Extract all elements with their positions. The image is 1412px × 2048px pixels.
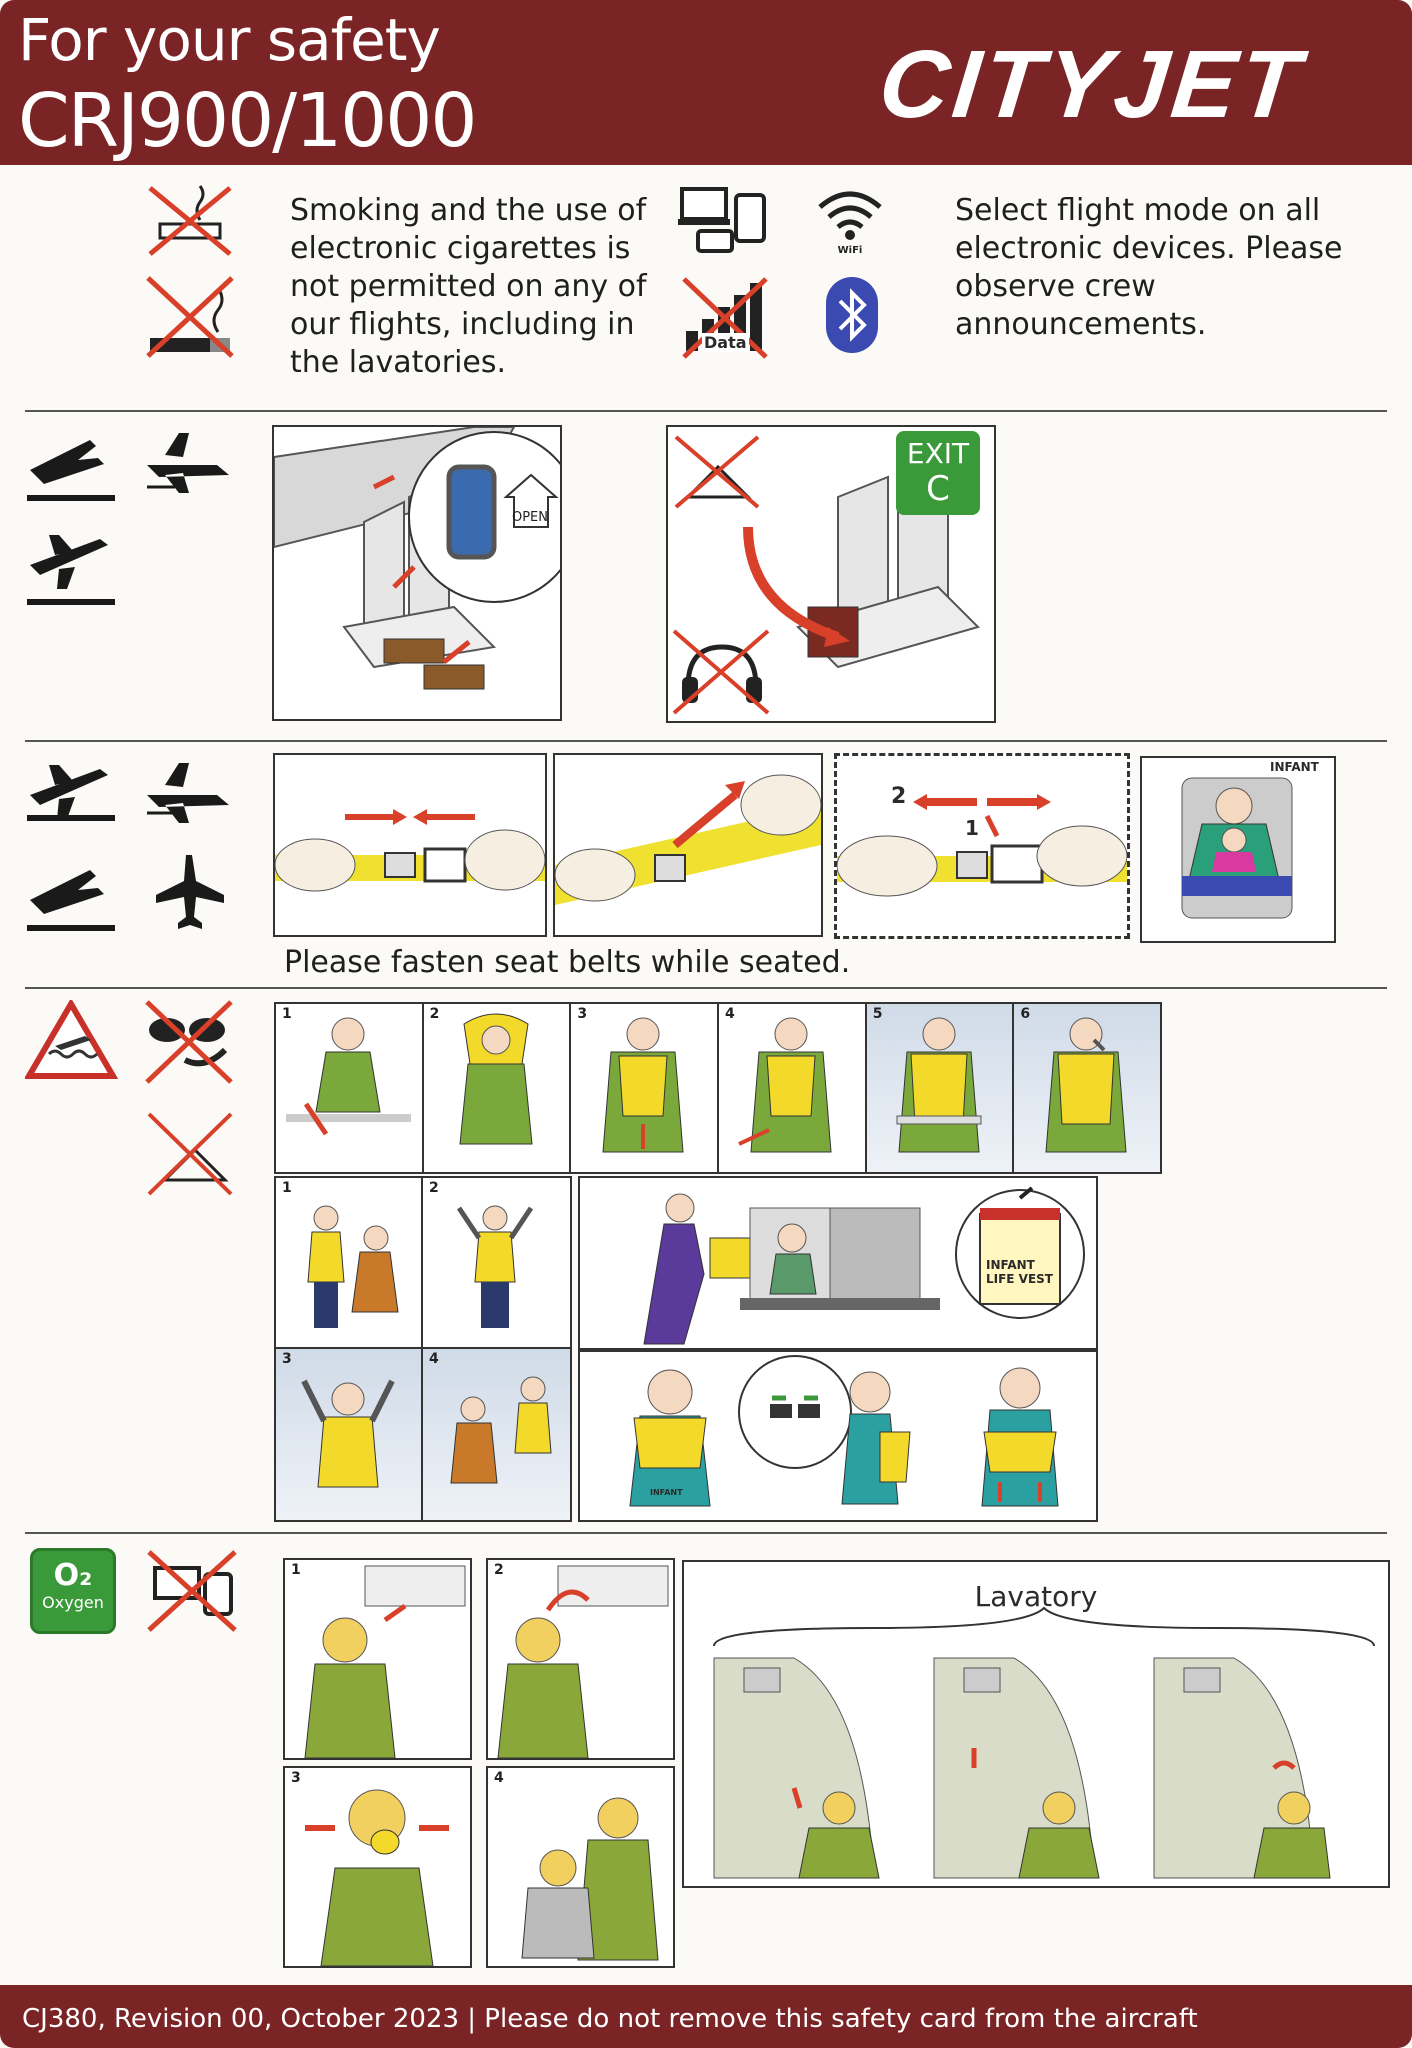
devices-icon [678,185,773,255]
oxygen-badge: O₂ Oxygen [30,1548,116,1634]
adult-vest-step-4: 4 [719,1004,867,1172]
exit-row-panel: EXIT C [666,425,996,723]
child-vest-grid: 1 2 3 4 [274,1176,572,1522]
belt-release-panel: 2 1 [834,753,1130,939]
flight-phase-icons [25,425,245,615]
adult-vest-strip: 1 2 3 4 5 6 [274,1002,1162,1174]
oxygen-badge-main: O₂ [53,1558,93,1593]
no-data-icon: Data [680,275,770,360]
release-step-1: 1 [965,816,979,840]
infant-vest-fitting-panel: INFANT [578,1350,1098,1522]
overhead-bin-panel: OPEN [272,425,562,721]
oxygen-badge-sub: Oxygen [42,1593,104,1612]
exit-letter: C [926,469,950,509]
no-smoking-icon [140,180,240,260]
infant-label: INFANT [1270,760,1319,774]
no-shoes-icon [147,1112,233,1196]
no-devices-icon [145,1548,240,1633]
no-headphones-icon [672,629,770,715]
lavatory-step-1 [713,1657,880,1879]
oxygen-step-1: 1 [283,1558,472,1760]
aircraft-type: CRJ900/1000 [18,78,477,164]
pull-label: PULL [1018,1200,1044,1210]
cruise-plane-icon [156,855,224,929]
adult-vest-step-1: 1 [276,1004,424,1172]
release-step-2: 2 [891,784,907,809]
adult-vest-step-3: 3 [571,1004,720,1172]
child-vest-step-2: 2 [423,1178,570,1349]
exit-sign: EXIT C [896,431,980,515]
child-vest-step-1: 1 [276,1178,423,1349]
svg-text:WiFi: WiFi [838,245,863,255]
divider [25,987,1387,989]
ditching-icons [25,1000,245,1200]
no-glasses-icon [145,1000,233,1084]
header-title: For your safety [18,6,441,74]
adult-vest-step-5: 5 [866,1004,1015,1172]
adult-vest-step-6: 6 [1014,1004,1161,1172]
bluetooth-icon [822,275,882,355]
belt-fasten-panel [273,753,547,937]
takeoff-plane-icon [27,535,115,605]
ditching-warning-icon [25,1000,119,1079]
smoking-text: Smoking and the use of electronic cigare… [290,193,647,380]
footer-text: CJ380, Revision 00, October 2023 | Pleas… [22,2004,1198,2034]
oxygen-step-3: 3 [283,1766,472,1968]
divider [25,410,1387,412]
child-vest-step-4: 4 [423,1349,570,1520]
infant-vest-label: INFANT LIFE VEST [986,1258,1053,1286]
child-vest-step-3: 3 [276,1349,423,1520]
header-bar [0,0,1412,165]
belt-tighten-panel [553,753,823,937]
oxygen-step-4: 4 [486,1766,675,1968]
cityjet-logo: CITYJET [874,31,1309,138]
lavatory-step-3 [1153,1657,1331,1879]
adult-vest-step-2: 2 [423,1004,572,1172]
divider [25,740,1387,742]
data-label: Data [702,333,749,352]
lavatory-panel: Lavatory [682,1560,1390,1888]
infant-vest-panel: PULL INFANT LIFE VEST [578,1176,1098,1350]
infant-tag: INFANT [650,1488,683,1497]
open-label: OPEN [512,510,548,525]
lavatory-step-2 [933,1657,1100,1879]
exit-label: EXIT [906,437,970,470]
seatbelt-phase-icons [25,755,245,945]
infant-belt-panel: INFANT [1140,756,1336,943]
electronics-text: Select flight mode on all electronic dev… [955,193,1343,342]
footer-bar [0,1985,1412,2048]
oxygen-step-2: 2 [486,1558,675,1760]
no-cigarette-icon [140,272,240,362]
landing-plane-icon [27,440,115,501]
taxi-plane-icon [147,433,229,493]
divider [25,1532,1387,1534]
lavatory-title: Lavatory [974,1580,1098,1613]
no-bag-icon [674,435,760,509]
wifi-icon: WiFi [815,185,885,255]
seatbelt-caption: Please fasten seat belts while seated. [284,945,851,980]
